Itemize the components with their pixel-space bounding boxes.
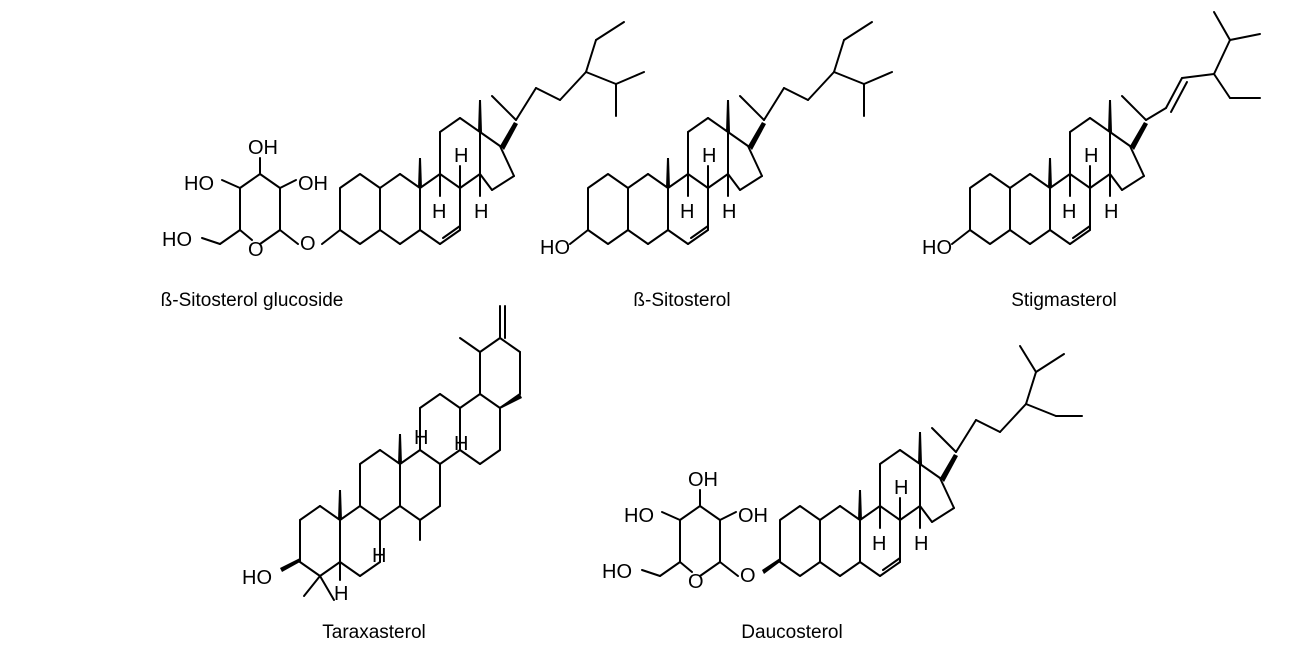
caption-stigmasterol: Stigmasterol — [1011, 290, 1117, 311]
h-label: H — [872, 533, 886, 555]
oh-label: OH — [688, 469, 718, 491]
molecule-sitosterol-glucoside: H H H O O HO OH HO OH — [162, 21, 645, 261]
h-label: H — [454, 145, 468, 167]
h-label: H — [334, 583, 348, 605]
caption-sitosterol: ß-Sitosterol — [633, 290, 730, 311]
oh-label: OH — [248, 137, 278, 159]
h-label: H — [474, 201, 488, 223]
molecule-stigmasterol: H H H HO — [922, 11, 1261, 259]
h-label: H — [1084, 145, 1098, 167]
molecule-daucosterol: H H H O O HO OH HO OH — [602, 345, 1083, 593]
o-label: O — [300, 233, 316, 255]
ho-label: HO — [540, 237, 570, 259]
h-label: H — [414, 427, 428, 449]
h-label: H — [432, 201, 446, 223]
caption-taraxasterol: Taraxasterol — [322, 622, 426, 643]
oh-label: OH — [738, 505, 768, 527]
caption-sitosterol-glucoside: ß-Sitosterol glucoside — [161, 290, 344, 311]
ho-label: HO — [184, 173, 214, 195]
h-label: H — [454, 433, 468, 455]
h-label: H — [722, 201, 736, 223]
molecule-taraxasterol: H H H H HO — [242, 305, 522, 605]
ho-label: HO — [624, 505, 654, 527]
ho-label: HO — [162, 229, 192, 251]
ho-label: HO — [922, 237, 952, 259]
o-label: O — [740, 565, 756, 587]
h-label: H — [894, 477, 908, 499]
molecule-sitosterol: H H H HO — [540, 21, 893, 259]
h-label: H — [1104, 201, 1118, 223]
caption-daucosterol: Daucosterol — [741, 622, 842, 643]
h-label: H — [1062, 201, 1076, 223]
oh-label: OH — [298, 173, 328, 195]
h-label: H — [702, 145, 716, 167]
h-label: H — [372, 545, 386, 567]
h-label: H — [680, 201, 694, 223]
o-label: O — [248, 239, 264, 261]
o-label: O — [688, 571, 704, 593]
ho-label: HO — [602, 561, 632, 583]
ho-label: HO — [242, 567, 272, 589]
h-label: H — [914, 533, 928, 555]
